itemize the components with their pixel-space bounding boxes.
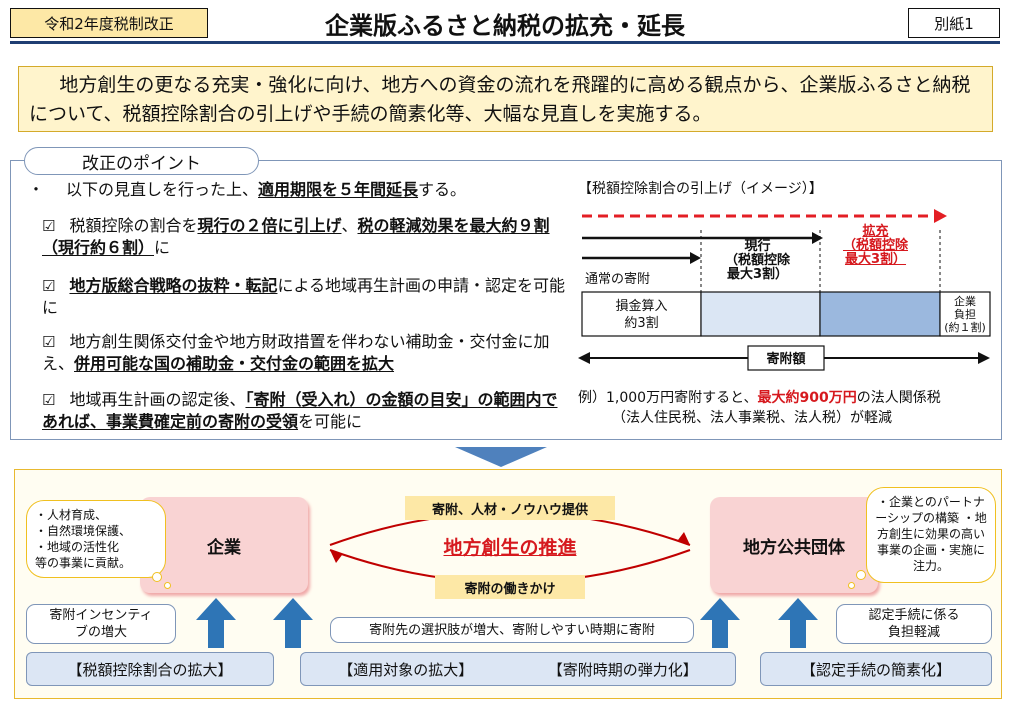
checkbox-icon: ☑ [42, 391, 56, 409]
header-divider [10, 41, 1000, 44]
top-arrow-label: 寄附、人材・ノウハウ提供 [405, 496, 615, 520]
local-gov-bubble: ・企業とのパートナーシップの構築 ・地方創生に効果の高い事業の企画・実施に注力。 [866, 487, 996, 583]
bubble-dot [848, 582, 855, 589]
normal-donation-label: 通常の寄附 [585, 272, 651, 287]
item4-emph2: の範囲内であれば、事業費確定前の寄附の受領 [42, 390, 558, 431]
center-label: 地方創生の推進 [443, 537, 577, 559]
burden-note: 認定手続に係る負担軽減 [836, 604, 992, 644]
point-item-2: ☑ 地方版総合戦略の抜粋・転記による地域再生計画の申請・認定を可能に [42, 275, 567, 319]
incentive-note: 寄附インセンティブの増大 [26, 604, 176, 644]
normal-arrowhead [690, 252, 701, 264]
bubble-dot [152, 572, 162, 582]
deductible-label: 損金算入約3割 [615, 299, 668, 331]
item4-emph1: 「寄附（受入れ）の金額の目安」 [245, 390, 478, 409]
current-arrowhead [812, 232, 823, 244]
intro-text: 地方創生の更なる充実・強化に向け、地方への資金の流れを飛躍的に高める観点から、企… [29, 74, 971, 125]
point-item-3: ☑地方創生関係交付金や地方財政措置を伴わない補助金・交付金に加え、併用可能な国の… [42, 331, 567, 375]
total-label-box [747, 345, 825, 371]
segment-company-burden [939, 291, 991, 337]
tax-credit-expansion-button: 【税額控除割合の拡大】 [26, 652, 274, 686]
example-text-2: （法人住民税、法人事業税、法人税）が軽減 [612, 410, 892, 426]
down-arrow-icon [455, 447, 547, 467]
bottom-arc-arrowhead [330, 550, 342, 563]
total-arrow-left [578, 352, 590, 364]
lead-point: ・以下の見直しを行った上、適用期限を５年間延長する。 [28, 180, 467, 199]
up-arrow-icon [778, 598, 818, 648]
expansion-label: 拡充（税額控除最大3割） [842, 224, 908, 267]
lead-post: する。 [418, 180, 467, 199]
bottom-arrow-label: 寄附の働きかけ [435, 575, 585, 599]
item1-emph2: 税の軽減効果を最大約９割（現行約６割） [42, 216, 550, 257]
image-chart-title: 【税額控除割合の引上げ（イメージ）】 [578, 181, 823, 197]
total-arrow-right [978, 352, 990, 364]
checkbox-icon: ☑ [42, 333, 56, 351]
scope-expansion-label: 【適用対象の拡大】 [338, 660, 474, 679]
segment-current [700, 291, 821, 337]
local-gov-box: 地方公共団体 [710, 497, 878, 593]
company-bubble: ・人材育成、 ・自然環境保護、 ・地域の活性化 等の事業に貢献。 [26, 500, 166, 578]
point-item-1: ☑ 税額控除の割合を現行の２倍に引上げ、税の軽減効果を最大約９割（現行約６割）に [42, 215, 567, 259]
item2-emph: 地方版総合戦略の抜粋・転記 [69, 276, 278, 295]
bubble-dot [856, 570, 866, 580]
fiscal-year-tag: 令和2年度税制改正 [10, 8, 208, 38]
attachment-label: 別紙1 [908, 8, 1000, 38]
expansion-arrowhead [934, 209, 947, 223]
points-frame [10, 160, 1002, 440]
item2-post: による地域再生計画の申請・認定を可能に [42, 276, 565, 317]
total-donation-label: 寄附額 [766, 352, 806, 367]
lead-pre: 以下の見直しを行った上、 [66, 180, 259, 199]
top-arc-arrowhead [678, 532, 690, 545]
checkbox-icon: ☑ [42, 277, 56, 295]
item1-mid: 、 [341, 216, 358, 235]
item1-post: に [154, 238, 171, 257]
points-label: 改正のポイント [24, 147, 259, 175]
example-text: 例）1,000万円寄附すると、最大約900万円の法人関係税 [578, 390, 941, 406]
item1-emph1: 現行の２倍に引上げ [197, 216, 342, 235]
segment-expansion [819, 291, 941, 337]
up-arrow-icon [196, 598, 236, 648]
item3-emph: 併用可能な国の補助金・交付金の範囲を拡大 [74, 354, 395, 373]
company-burden-label: 企業負担(約１割) [944, 295, 986, 334]
current-label: 現行（税額控除最大3割） [724, 239, 790, 282]
lead-emph: 適用期限を５年間延長 [258, 180, 419, 199]
up-arrow-icon [273, 598, 313, 648]
procedure-simplify-button: 【認定手続の簡素化】 [760, 652, 992, 686]
item4-pre: 地域再生計画の認定後、 [69, 390, 246, 409]
scope-timing-button: 【適用対象の拡大】 【寄附時期の弾力化】 [300, 652, 736, 686]
page-title: 企業版ふるさと納税の拡充・延長 [325, 11, 685, 40]
segment-deductible [581, 291, 702, 337]
timing-flex-label: 【寄附時期の弾力化】 [547, 660, 698, 679]
bubble-dot [164, 582, 171, 589]
choices-note: 寄附先の選択肢が増大、寄附しやすい時期に寄附 [330, 617, 694, 643]
item3-pre: 地方創生関係交付金や地方財政措置を伴わない補助金・交付金に加え、 [42, 332, 550, 373]
point-item-4: ☑ 地域再生計画の認定後、「寄附（受入れ）の金額の目安」の範囲内であれば、事業費確… [42, 389, 572, 433]
checkbox-icon: ☑ [42, 217, 56, 235]
company-box: 企業 [140, 497, 308, 593]
deduction-diagram [578, 209, 991, 371]
intro-box: 地方創生の更なる充実・強化に向け、地方への資金の流れを飛躍的に高める観点から、企… [18, 66, 993, 132]
up-arrow-icon [700, 598, 740, 648]
item1-pre: 税額控除の割合を [69, 216, 198, 235]
item4-post: を可能に [298, 412, 363, 431]
